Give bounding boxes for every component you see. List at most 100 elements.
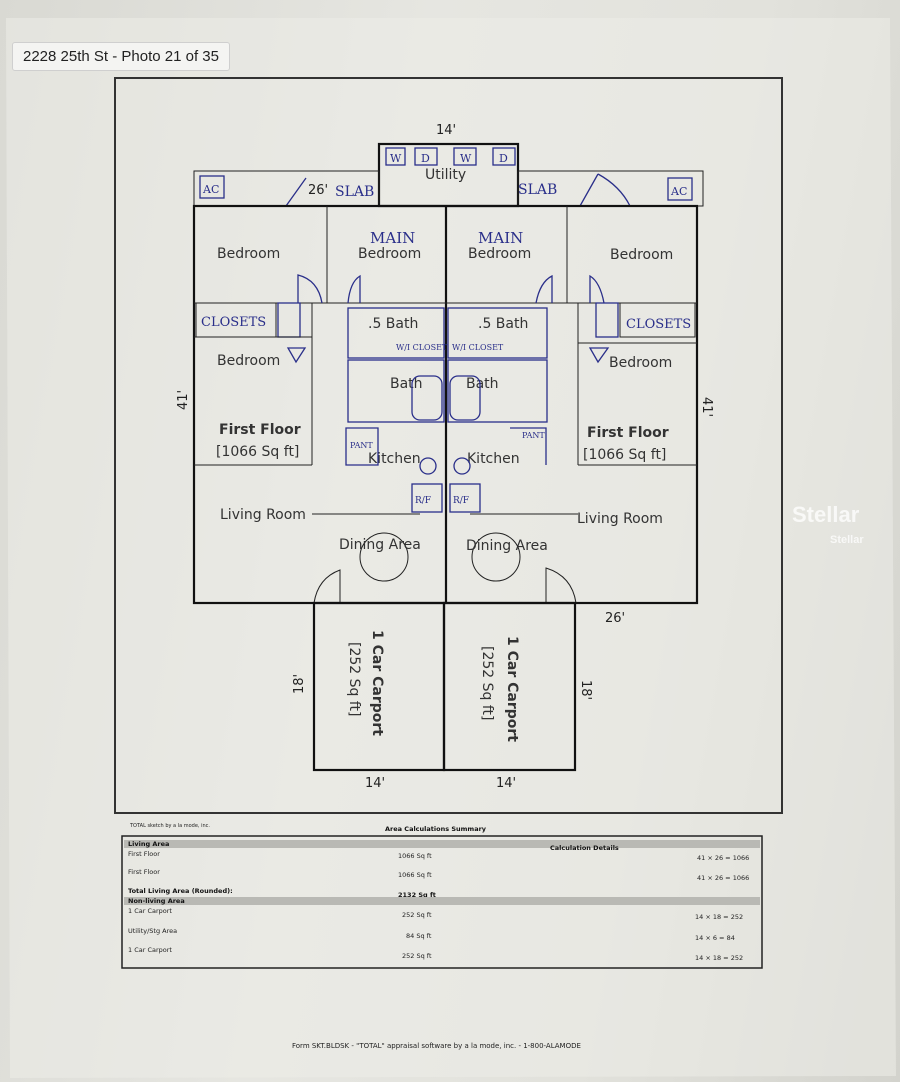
first-floor-area-left: [1066 Sq ft]	[216, 444, 299, 460]
main-label-right: MAIN	[478, 229, 523, 247]
svg-text:Area Calculations Summary: Area Calculations Summary	[385, 825, 487, 833]
svg-text:W: W	[460, 152, 472, 165]
main-bedroom-left: Bedroom	[358, 246, 421, 262]
svg-text:W: W	[390, 152, 402, 165]
first-floor-right: First Floor	[587, 425, 669, 441]
main-bedroom-right: Bedroom	[468, 246, 531, 262]
svg-text:.5 Bath: .5 Bath	[368, 316, 418, 332]
kitchen-right: Kitchen	[467, 451, 520, 467]
dining-area-left: Dining Area	[339, 537, 421, 553]
svg-text:First Floor: First Floor	[128, 868, 160, 876]
svg-text:1066 Sq ft: 1066 Sq ft	[398, 852, 432, 860]
dim-bottom-right: 26'	[605, 611, 625, 626]
svg-text:Bath: Bath	[390, 376, 423, 392]
svg-text:Bath: Bath	[466, 376, 499, 392]
half-bath-right	[447, 307, 548, 359]
bath-left	[347, 359, 445, 423]
svg-text:2132 Sq ft: 2132 Sq ft	[398, 891, 436, 899]
watermark-logo: Stellar	[792, 502, 860, 527]
area-summary: TOTAL sketch by a la mode, inc. Area Cal…	[121, 823, 763, 969]
svg-text:PANT: PANT	[350, 441, 373, 450]
slab-right-label: SLAB	[518, 182, 557, 198]
dim-slab: 26'	[308, 183, 328, 198]
svg-text:1 Car Carport: 1 Car Carport	[369, 630, 385, 736]
svg-text:.5 Bath: .5 Bath	[478, 316, 528, 332]
svg-text:CLOSETS: CLOSETS	[626, 317, 691, 332]
svg-text:1 Car Carport: 1 Car Carport	[128, 907, 172, 915]
svg-text:Living Area: Living Area	[128, 840, 169, 848]
svg-text:AC: AC	[202, 183, 219, 196]
door-swings-upper-left	[297, 274, 361, 304]
svg-text:PANT: PANT	[522, 431, 545, 440]
svg-text:14 × 18 = 252: 14 × 18 = 252	[695, 913, 743, 921]
bedroom-lower-left: Bedroom	[217, 353, 280, 369]
svg-text:84 Sq ft: 84 Sq ft	[406, 932, 432, 940]
footer-text: Form SKT.BLDSK - "TOTAL" appraisal softw…	[292, 1042, 581, 1050]
washer-dryer-icons: W D W D	[385, 147, 516, 166]
svg-text:Total Living Area (Rounded):: Total Living Area (Rounded):	[128, 887, 233, 895]
dining-table-left	[359, 532, 409, 582]
svg-text:252 Sq ft: 252 Sq ft	[402, 952, 432, 960]
door-swings-lower	[313, 567, 577, 604]
fridge-left	[411, 483, 443, 513]
first-floor-area-right: [1066 Sq ft]	[583, 447, 666, 463]
bedroom-upper-left: Bedroom	[217, 246, 280, 262]
svg-text:1066 Sq ft: 1066 Sq ft	[398, 871, 432, 879]
svg-text:D: D	[499, 152, 508, 165]
svg-text:Non-living Area: Non-living Area	[128, 897, 185, 905]
svg-text:1 Car Carport: 1 Car Carport	[504, 636, 520, 742]
closets-right	[619, 302, 696, 338]
svg-text:W/I CLOSET: W/I CLOSET	[452, 343, 504, 352]
svg-text:Calculation Details: Calculation Details	[550, 844, 619, 852]
svg-text:[252 Sq ft]: [252 Sq ft]	[479, 646, 495, 721]
dim-top: 14'	[436, 123, 456, 138]
utility-label: Utility	[425, 167, 466, 183]
svg-text:14 × 6 = 84: 14 × 6 = 84	[695, 934, 735, 942]
dim-left: 41'	[176, 390, 191, 410]
svg-text:252 Sq ft: 252 Sq ft	[402, 911, 432, 919]
main-label-left: MAIN	[370, 229, 415, 247]
svg-text:W/I CLOSET: W/I CLOSET	[396, 343, 448, 352]
svg-text:41 × 26 = 1066: 41 × 26 = 1066	[697, 854, 749, 862]
bedroom-lower-right: Bedroom	[609, 355, 672, 371]
dim-right: 41'	[699, 397, 714, 417]
half-bath-left	[347, 307, 445, 359]
dim-carport-bottom-right: 14'	[496, 776, 516, 791]
svg-text:TOTAL sketch by a la mode, inc: TOTAL sketch by a la mode, inc.	[129, 823, 210, 829]
dining-table-right	[471, 532, 521, 582]
svg-text:41 × 26 = 1066: 41 × 26 = 1066	[697, 874, 749, 882]
dim-carport-left: 18'	[292, 674, 307, 694]
svg-text:1 Car Carport: 1 Car Carport	[128, 946, 172, 954]
svg-text:First Floor: First Floor	[128, 850, 160, 858]
tub-left	[411, 375, 443, 421]
kitchen-left: Kitchen	[368, 451, 421, 467]
dining-area-right: Dining Area	[466, 538, 548, 554]
dim-carport-right: 18'	[578, 680, 593, 700]
photo-caption: 2228 25th St - Photo 21 of 35	[12, 42, 230, 71]
svg-text:R/F: R/F	[415, 496, 431, 506]
dim-carport-bottom-left: 14'	[365, 776, 385, 791]
svg-text:D: D	[421, 152, 430, 165]
slab-doors	[285, 173, 631, 207]
ac-unit-right	[667, 177, 693, 201]
svg-text:14 × 18 = 252: 14 × 18 = 252	[695, 954, 743, 962]
first-floor-left: First Floor	[219, 422, 301, 438]
svg-text:Utility/Stg Area: Utility/Stg Area	[128, 927, 177, 935]
svg-text:CLOSETS: CLOSETS	[201, 315, 266, 330]
svg-text:R/F: R/F	[453, 496, 469, 506]
bedroom-upper-right: Bedroom	[610, 247, 673, 263]
svg-text:AC: AC	[670, 185, 687, 198]
door-swings-upper-right	[535, 274, 605, 304]
living-room-right: Living Room	[577, 511, 663, 527]
living-room-left: Living Room	[220, 507, 306, 523]
plan-frame	[114, 77, 783, 814]
bath-right	[447, 359, 548, 423]
slab-left-label: SLAB	[335, 184, 374, 200]
watermark-sub: Stellar	[830, 534, 864, 546]
tub-right	[449, 375, 481, 421]
ac-unit-left	[199, 175, 225, 199]
carport-right	[442, 601, 577, 772]
fridge-right	[449, 483, 481, 513]
svg-text:[252 Sq ft]: [252 Sq ft]	[346, 642, 362, 717]
